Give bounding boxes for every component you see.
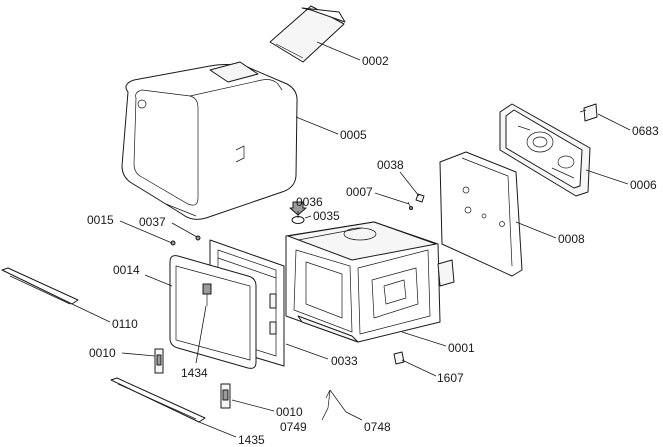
part-0038-clip [415, 193, 425, 203]
part-0002-cover-plate [269, 5, 346, 63]
part-labels: 0002 0005 0683 0006 0038 0007 0036 0035 … [87, 54, 659, 447]
label-1434: 1434 [181, 366, 208, 380]
part-0036-lamp-arrow [289, 201, 307, 216]
part-0749-wire [325, 389, 331, 409]
part-0005-outer-casing [121, 61, 298, 220]
label-0010-left: 0010 [89, 346, 116, 360]
label-0035: 0035 [313, 209, 340, 223]
label-0110: 0110 [112, 317, 138, 331]
label-0683: 0683 [632, 124, 659, 138]
label-0007: 0007 [346, 185, 373, 199]
label-1435: 1435 [238, 433, 265, 447]
part-0001-oven-cavity [285, 221, 455, 343]
part-0007-pin [407, 201, 413, 211]
part-0008-side-panel [439, 151, 523, 277]
part-1435-rail [110, 377, 206, 423]
part-0010-hinge-left [154, 348, 164, 374]
label-0037: 0037 [139, 215, 166, 229]
label-0038: 0038 [377, 158, 404, 172]
label-0010-right: 0010 [276, 405, 303, 419]
part-0014-door-glass [169, 255, 257, 369]
label-0015: 0015 [87, 213, 114, 227]
part-0748-wire [329, 389, 347, 413]
label-0005: 0005 [340, 128, 367, 142]
label-0036: 0036 [296, 195, 323, 209]
part-0683-bracket [579, 103, 598, 122]
label-1607: 1607 [437, 371, 464, 385]
label-0033: 0033 [331, 354, 358, 368]
part-1607-plug [393, 351, 405, 365]
label-0001: 0001 [448, 341, 475, 355]
part-1434-hinge [202, 283, 212, 306]
label-0006: 0006 [630, 178, 657, 192]
label-0002: 0002 [362, 54, 389, 68]
part-0110-strip [1, 267, 79, 305]
label-0748: 0748 [364, 420, 391, 434]
label-0014: 0014 [113, 263, 140, 277]
leader-lines [71, 41, 631, 438]
part-0010-hinge-right [220, 383, 231, 409]
part-0006-rear-plate [499, 103, 591, 197]
label-0008: 0008 [558, 232, 585, 246]
label-0749: 0749 [280, 420, 307, 434]
